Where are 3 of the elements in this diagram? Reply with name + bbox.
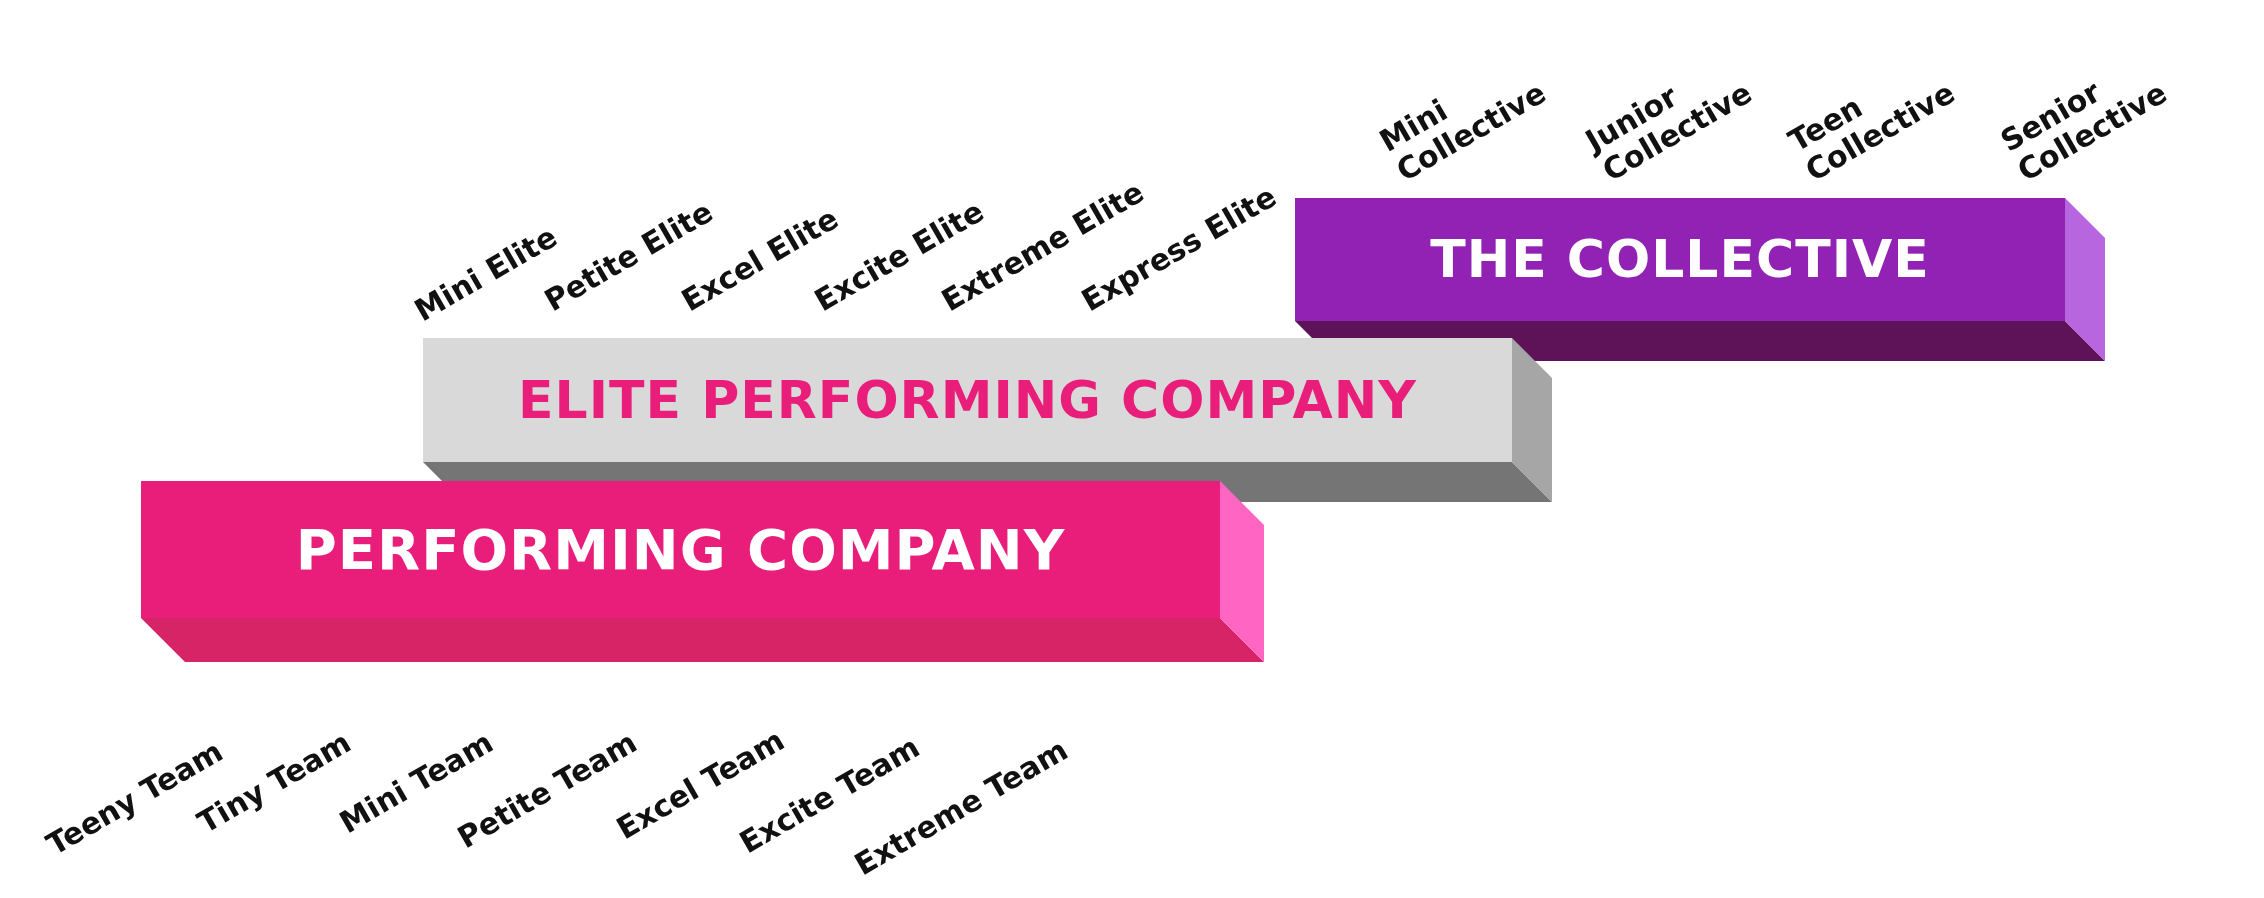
bar-title: ELITE PERFORMING COMPANY	[517, 368, 1418, 432]
bar-title: PERFORMING COMPANY	[294, 515, 1067, 584]
bar-title: THE COLLECTIVE	[1429, 228, 1931, 292]
